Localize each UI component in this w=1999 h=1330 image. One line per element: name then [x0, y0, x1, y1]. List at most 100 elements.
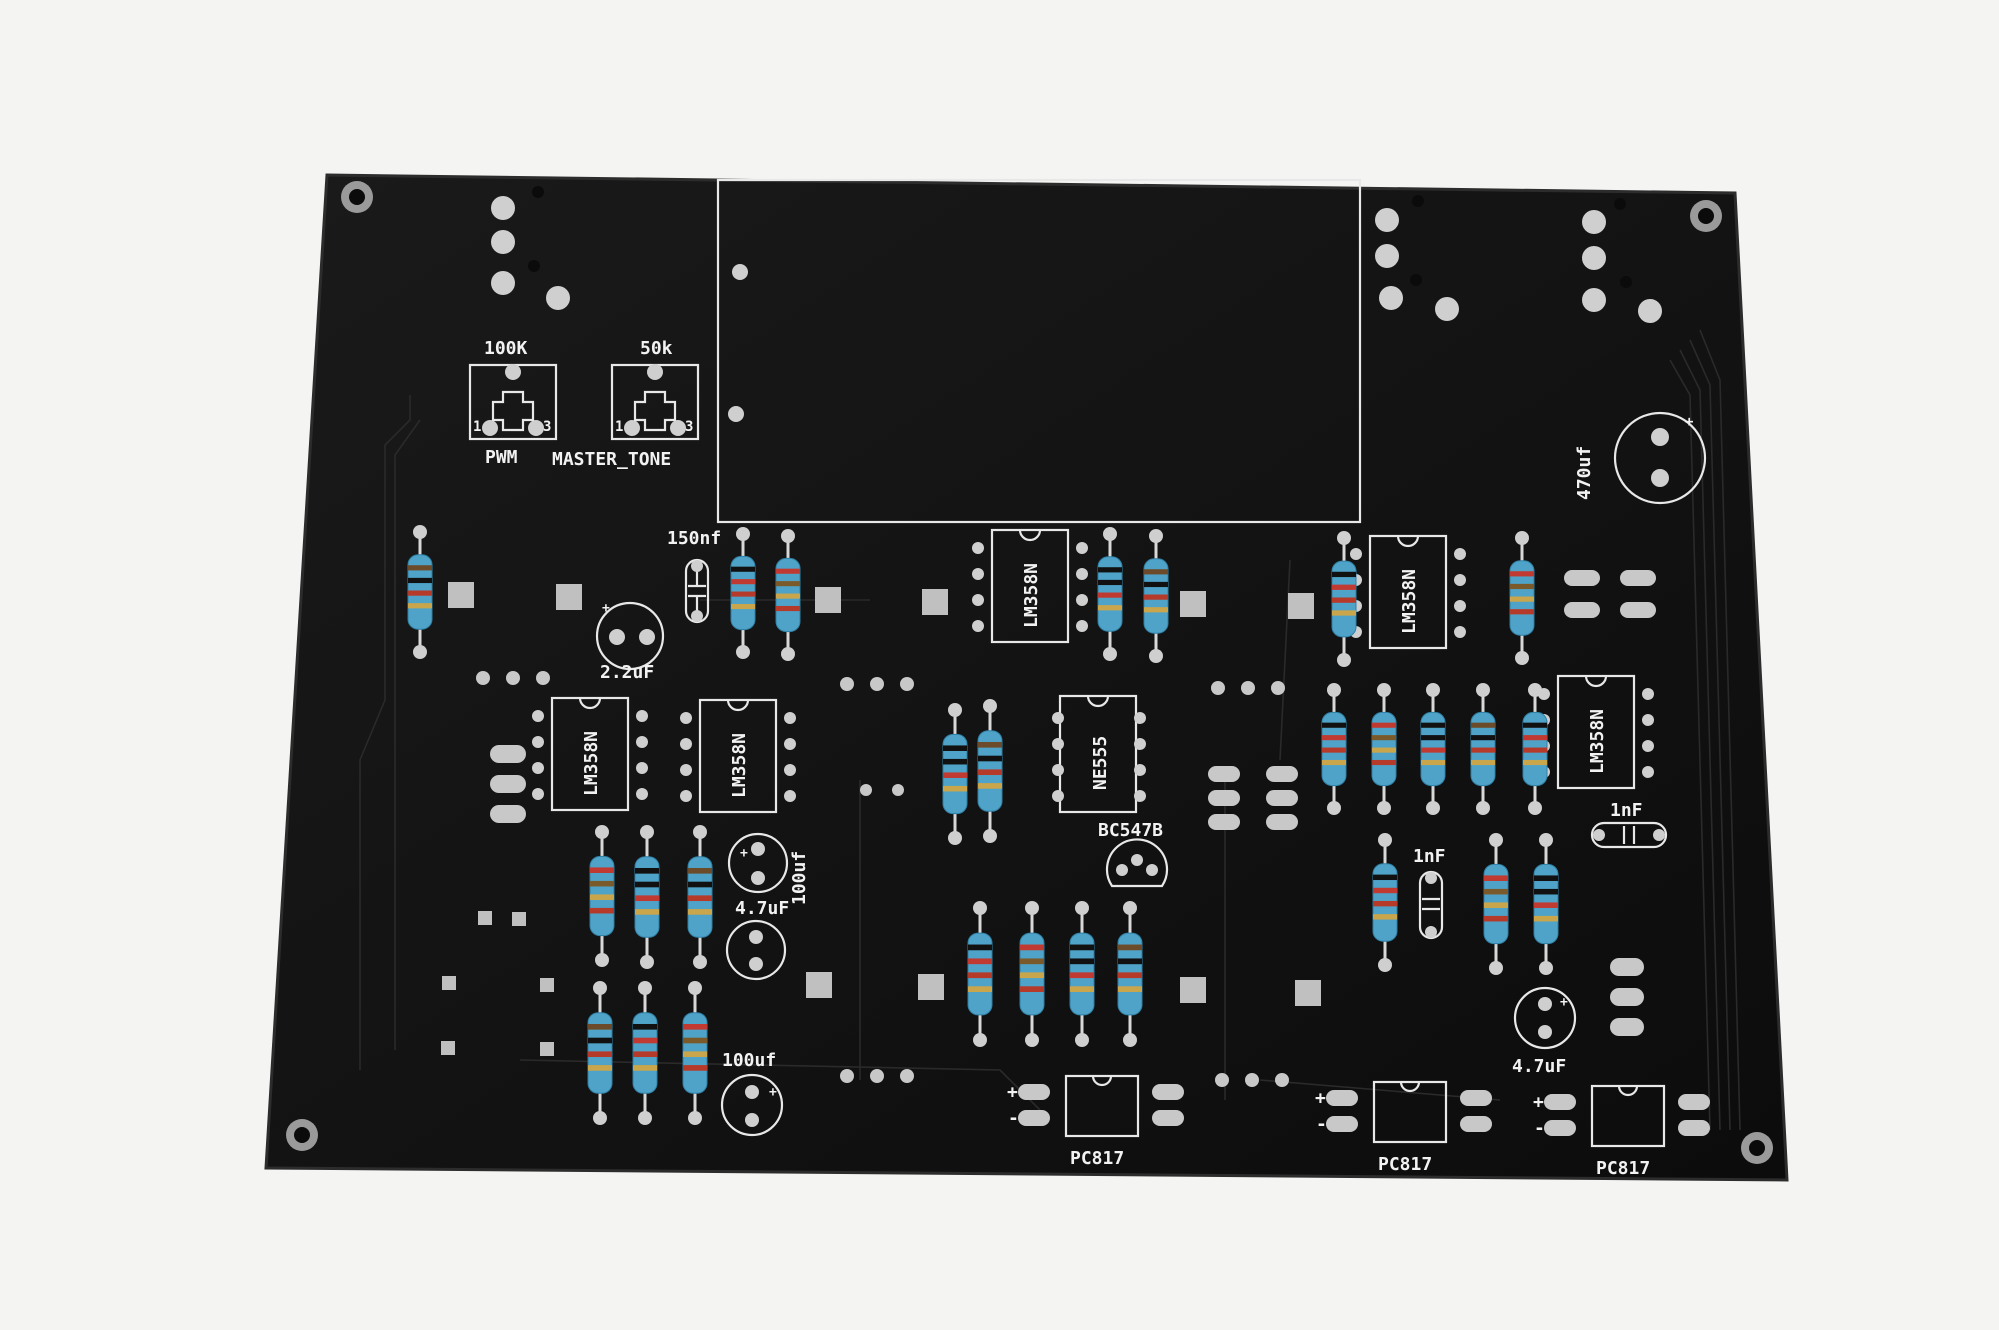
pot1-value-label: 100K: [484, 338, 528, 359]
resistor: [1522, 683, 1548, 815]
cap-150nf-label: 150nf: [667, 528, 721, 549]
cap-100uf-a: + 100uf: [727, 832, 810, 905]
transistor-label: BC547B: [1098, 820, 1163, 841]
mounting-hole: [1690, 200, 1722, 232]
opto-plus-label: +: [1315, 1088, 1326, 1109]
optocoupler-group: + - PC817 + - PC817 + - PC817: [1007, 1074, 1710, 1179]
resistor: [634, 825, 660, 969]
resistor: [1069, 901, 1095, 1047]
cap-2-2uf: + 2.2uF: [595, 601, 665, 683]
ic-lm358n: LM358N: [532, 696, 648, 812]
resistor: [1371, 683, 1397, 815]
resistor: [942, 703, 968, 845]
opto-minus-label: -: [1534, 1118, 1545, 1139]
ic-ne555: NE555: [1052, 694, 1146, 814]
cap-100uf-b-plus: +: [769, 1085, 777, 1100]
resistor: [977, 699, 1003, 843]
cap-4-7uf-b-label: 4.7uF: [1512, 1056, 1566, 1077]
resistor: [1509, 531, 1535, 665]
resistor: [967, 901, 993, 1047]
pot2-name-label: MASTER_TONE: [552, 449, 671, 470]
resistor: [1420, 683, 1446, 815]
resistor: [682, 981, 708, 1125]
oval-pads: [490, 570, 1656, 1036]
resistor: [1533, 833, 1559, 975]
cap-2-2uf-plus: +: [602, 601, 610, 616]
mounting-hole: [1741, 1132, 1773, 1164]
lm358n-label: LM358N: [1399, 569, 1420, 634]
jack-footprint-left: [491, 186, 570, 310]
optocoupler-pc817: + - PC817: [1315, 1080, 1492, 1175]
pot1-pin1-label: 1: [473, 419, 481, 435]
pc817-label: PC817: [1070, 1148, 1124, 1169]
ic-group: LM358N LM358N LM358N LM358N LM358N: [532, 528, 1654, 814]
ne555-label: NE555: [1090, 736, 1111, 790]
resistor: [1117, 901, 1143, 1047]
pot2-pin3-label: 3: [685, 419, 693, 435]
mounting-holes: [286, 181, 1773, 1164]
cap-100uf-a-label: 100uf: [789, 851, 810, 905]
resistor: [407, 525, 433, 659]
cap-100uf-b: + 100uf: [720, 1050, 784, 1137]
opto-minus-label: -: [1008, 1108, 1019, 1129]
cap-2-2uf-label: 2.2uF: [600, 662, 654, 683]
pc817-label: PC817: [1596, 1158, 1650, 1179]
cap-4-7uf-a-label: 4.7uF: [735, 898, 789, 919]
resistor: [1019, 901, 1045, 1047]
resistor: [632, 981, 658, 1125]
pc817-label: PC817: [1378, 1154, 1432, 1175]
resistor: [1372, 833, 1398, 972]
resistor: [1143, 529, 1169, 663]
lm358n-label: LM358N: [581, 731, 602, 796]
square-pads-bottom: [441, 911, 1321, 1056]
cap-470uf-plus: +: [1685, 414, 1693, 430]
cap-4-7uf-b: + 4.7uF: [1512, 986, 1577, 1077]
potentiometer-master-tone: 50k 1 3 MASTER_TONE: [552, 338, 700, 470]
resistor: [1097, 527, 1123, 661]
pot2-pin1-label: 1: [615, 419, 623, 435]
ic-lm358n: LM358N: [1350, 534, 1466, 650]
jack-footprint-right: [1582, 198, 1662, 323]
module-outline: [716, 178, 1362, 524]
cap-1nf-a: 1nF: [1413, 846, 1446, 940]
resistor: [1483, 833, 1509, 975]
lm358n-label: LM358N: [1587, 709, 1608, 774]
resistor: [589, 825, 615, 967]
transistor-bc547b: BC547B: [1098, 820, 1169, 888]
resistor: [587, 981, 613, 1125]
cap-470uf: + 470uf: [1574, 411, 1707, 505]
potentiometer-pwm: 100K 1 3 PWM: [468, 338, 558, 468]
pot2-value-label: 50k: [640, 338, 673, 359]
resistor: [1470, 683, 1496, 815]
resistor-group: [407, 525, 1559, 1125]
cap-470uf-label: 470uf: [1574, 446, 1595, 500]
lm358n-label: LM358N: [729, 733, 750, 798]
opto-plus-label: +: [1533, 1092, 1544, 1113]
cap-1nf-a-label: 1nF: [1413, 846, 1446, 867]
resistor: [1331, 531, 1357, 667]
cap-100uf-a-plus: +: [740, 846, 748, 861]
square-pads-top: [448, 582, 1314, 619]
cap-150nf: 150nf: [667, 528, 721, 624]
mounting-hole: [286, 1119, 318, 1151]
pot1-name-label: PWM: [485, 447, 518, 468]
opto-minus-label: -: [1316, 1114, 1327, 1135]
resistor: [687, 825, 713, 969]
resistor: [775, 529, 801, 661]
jack-footprint-mid-right: [1375, 195, 1459, 321]
header-pads: [476, 671, 1289, 1087]
lm358n-label: LM358N: [1021, 563, 1042, 628]
opto-plus-label: +: [1007, 1082, 1018, 1103]
ic-lm358n: LM358N: [972, 528, 1088, 644]
mounting-hole: [341, 181, 373, 213]
cap-1nf-b: 1nF: [1590, 800, 1668, 849]
resistor: [730, 527, 756, 659]
resistor: [1321, 683, 1347, 815]
cap-100uf-b-label: 100uf: [722, 1050, 776, 1071]
optocoupler-pc817: + - PC817: [1533, 1084, 1710, 1179]
cap-4-7uf-a: 4.7uF: [725, 898, 789, 981]
cap-4-7uf-b-plus: +: [1560, 995, 1568, 1010]
cap-1nf-b-label: 1nF: [1610, 800, 1643, 821]
